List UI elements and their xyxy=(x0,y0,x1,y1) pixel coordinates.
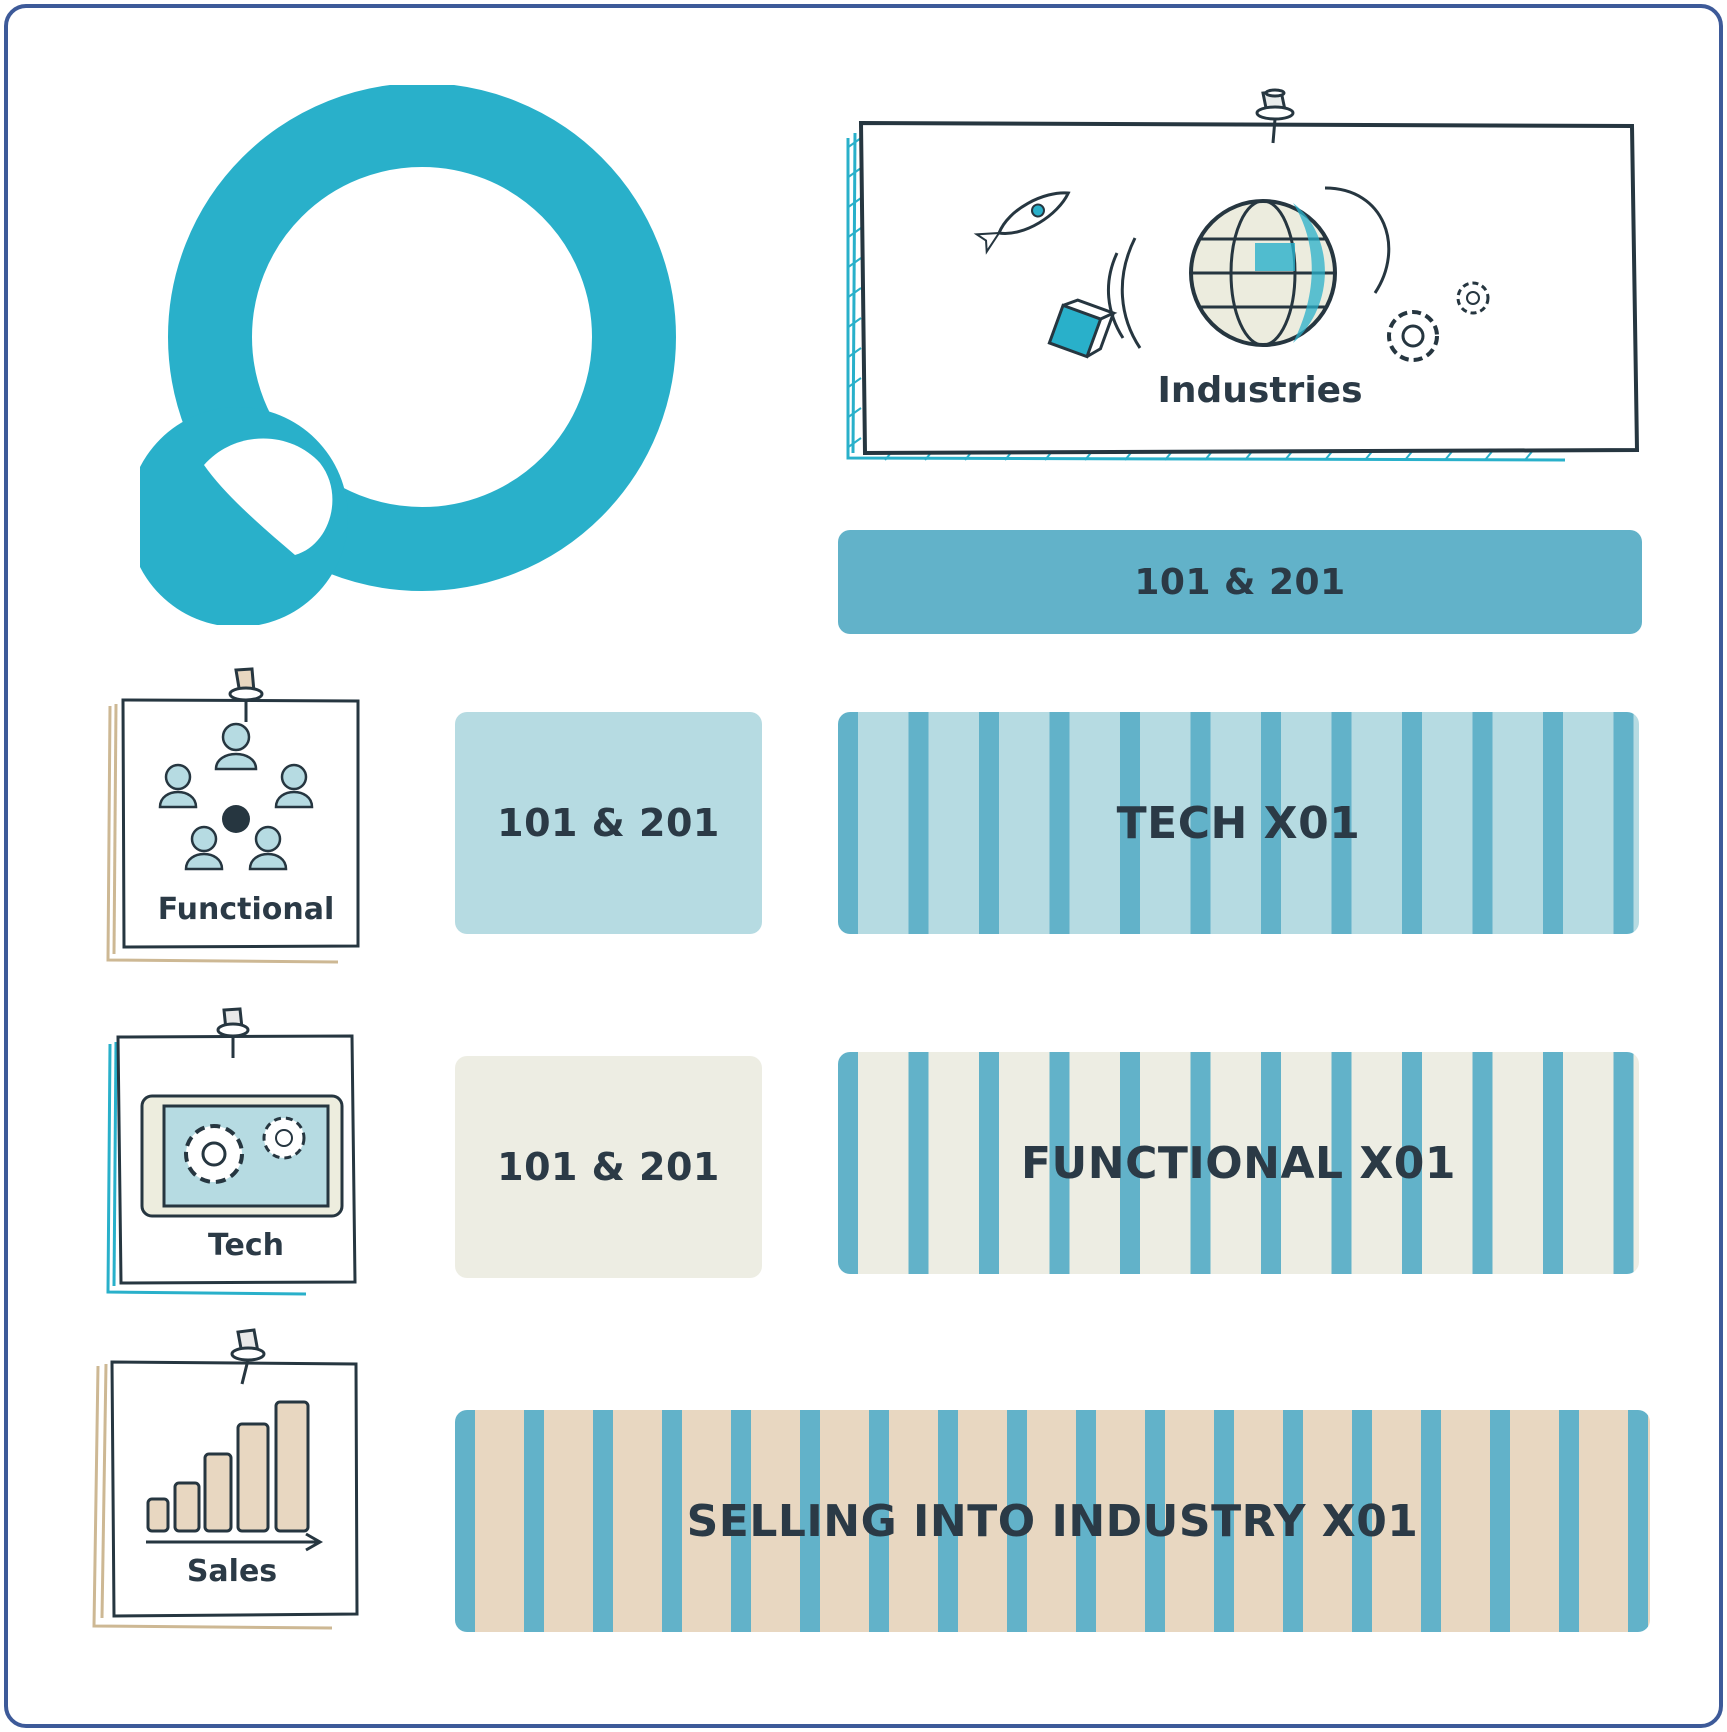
tech-note: Tech xyxy=(106,1006,366,1296)
sales-label: Sales xyxy=(186,1554,278,1589)
functional-label: Functional xyxy=(157,892,335,927)
tech-x01-button[interactable]: TECH X01 xyxy=(838,712,1639,934)
industries-note: Industries xyxy=(845,88,1645,468)
functional-note: Functional xyxy=(106,664,366,964)
selling-into-industry-x01-button[interactable]: SELLING INTO INDUSTRY X01 xyxy=(455,1410,1650,1632)
industries-label: Industries xyxy=(1157,370,1363,411)
tech-101-201-button[interactable]: 101 & 201 xyxy=(455,1056,762,1278)
functional-x01-button[interactable]: FUNCTIONAL X01 xyxy=(838,1052,1639,1274)
functional-101-201-button[interactable]: 101 & 201 xyxy=(455,712,762,934)
industries-101-201-button[interactable]: 101 & 201 xyxy=(838,530,1642,634)
q-ring-logo-icon xyxy=(140,85,676,625)
sales-note: Sales xyxy=(92,1318,372,1630)
tech-label: Tech xyxy=(208,1228,284,1263)
